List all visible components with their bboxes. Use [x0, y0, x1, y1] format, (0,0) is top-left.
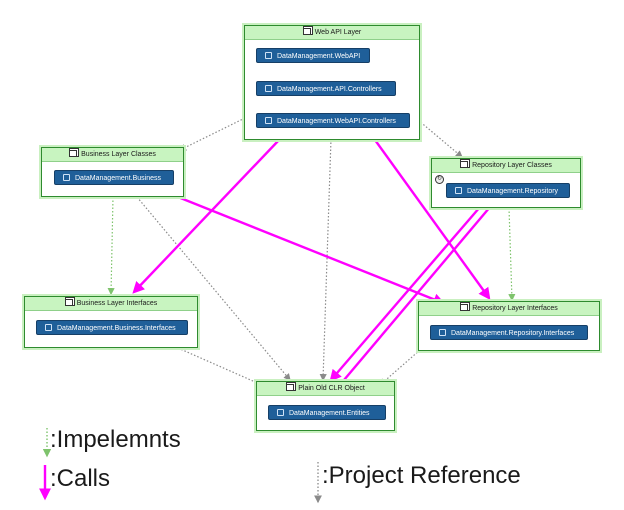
- layer-title: Repository Layer Interfaces: [472, 305, 558, 312]
- layer-repository-classes[interactable]: Repository Layer Classes ↻ DataManagemen…: [431, 158, 581, 208]
- layer-icon: [69, 150, 78, 157]
- project-label: DataManagement.API.Controllers: [277, 86, 382, 93]
- call-arrow-business-repositoryif: [177, 195, 446, 306]
- project-icon: [439, 329, 446, 336]
- layer-web-api[interactable]: Web API Layer DataManagement.WebAPI Data…: [244, 25, 420, 140]
- project-node[interactable]: DataManagement.Entities: [268, 405, 386, 420]
- project-label: DataManagement.Repository.Interfaces: [451, 330, 575, 337]
- layer-poco[interactable]: Plain Old CLR Object DataManagement.Enti…: [256, 381, 395, 431]
- project-node[interactable]: DataManagement.WebAPI: [256, 48, 370, 63]
- ref-arrow-webapi-repository: [417, 119, 463, 158]
- layer-title: Repository Layer Classes: [472, 162, 552, 169]
- layer-title: Business Layer Interfaces: [76, 300, 158, 307]
- project-node[interactable]: DataManagement.Repository: [446, 183, 570, 198]
- project-icon: [45, 324, 52, 331]
- legend-implements-label: :Impelemnts: [50, 426, 181, 453]
- layer-business-classes[interactable]: Business Layer Classes DataManagement.Bu…: [41, 147, 184, 197]
- call-arrow-webapi-businessif: [132, 139, 280, 294]
- project-icon: [265, 52, 272, 59]
- ref-arrow-repositoryif-poco: [379, 349, 421, 386]
- project-icon: [277, 409, 284, 416]
- layer-header: Web API Layer: [245, 26, 419, 40]
- project-label: DataManagement.Business: [75, 175, 161, 182]
- call-arrow-repository-poco-2: [343, 206, 491, 381]
- layer-repository-interfaces[interactable]: Repository Layer Interfaces DataManageme…: [418, 301, 600, 351]
- layer-icon: [460, 304, 469, 311]
- cycle-icon: ↻: [435, 175, 444, 184]
- legend-reference-label: :Project Reference: [322, 462, 521, 489]
- layer-title: Business Layer Classes: [81, 151, 156, 158]
- layer-icon: [302, 28, 311, 35]
- layer-icon: [460, 161, 469, 168]
- project-icon: [265, 117, 272, 124]
- layer-header: Repository Layer Classes: [432, 159, 580, 173]
- ref-arrow-business-poco: [136, 196, 291, 381]
- call-arrow-repository-poco-1: [329, 206, 481, 382]
- project-node[interactable]: DataManagement.Repository.Interfaces: [430, 325, 588, 340]
- project-icon: [455, 187, 462, 194]
- layer-icon: [286, 384, 295, 391]
- project-icon: [265, 85, 272, 92]
- legend-calls-label: :Calls: [50, 465, 111, 492]
- project-node[interactable]: DataManagement.API.Controllers: [256, 81, 396, 96]
- ref-arrow-businessif-poco: [177, 347, 264, 386]
- layer-header: Business Layer Interfaces: [25, 297, 197, 311]
- project-label: DataManagement.WebAPI.Controllers: [277, 118, 396, 125]
- project-node[interactable]: DataManagement.Business.Interfaces: [36, 320, 188, 335]
- impl-arrow-business: [107, 196, 115, 296]
- ref-arrow-webapi-poco: [319, 138, 332, 382]
- layer-header: Repository Layer Interfaces: [419, 302, 599, 316]
- call-arrow-webapi-repositoryif: [374, 139, 491, 300]
- layer-header: Business Layer Classes: [42, 148, 183, 162]
- layer-title: Plain Old CLR Object: [298, 385, 365, 392]
- layer-business-interfaces[interactable]: Business Layer Interfaces DataManagement…: [24, 296, 198, 348]
- ref-arrow-webapi-business: [178, 117, 246, 151]
- project-label: DataManagement.Entities: [289, 410, 370, 417]
- project-icon: [63, 174, 70, 181]
- layer-icon: [64, 299, 73, 306]
- project-label: DataManagement.WebAPI: [277, 53, 361, 60]
- layer-header: Plain Old CLR Object: [257, 382, 394, 396]
- project-node[interactable]: DataManagement.WebAPI.Controllers: [256, 113, 410, 128]
- project-label: DataManagement.Repository: [467, 188, 559, 195]
- layer-title: Web API Layer: [314, 29, 362, 36]
- project-label: DataManagement.Business.Interfaces: [57, 325, 176, 332]
- project-node[interactable]: DataManagement.Business: [54, 170, 174, 185]
- impl-arrow-repository: [508, 207, 516, 302]
